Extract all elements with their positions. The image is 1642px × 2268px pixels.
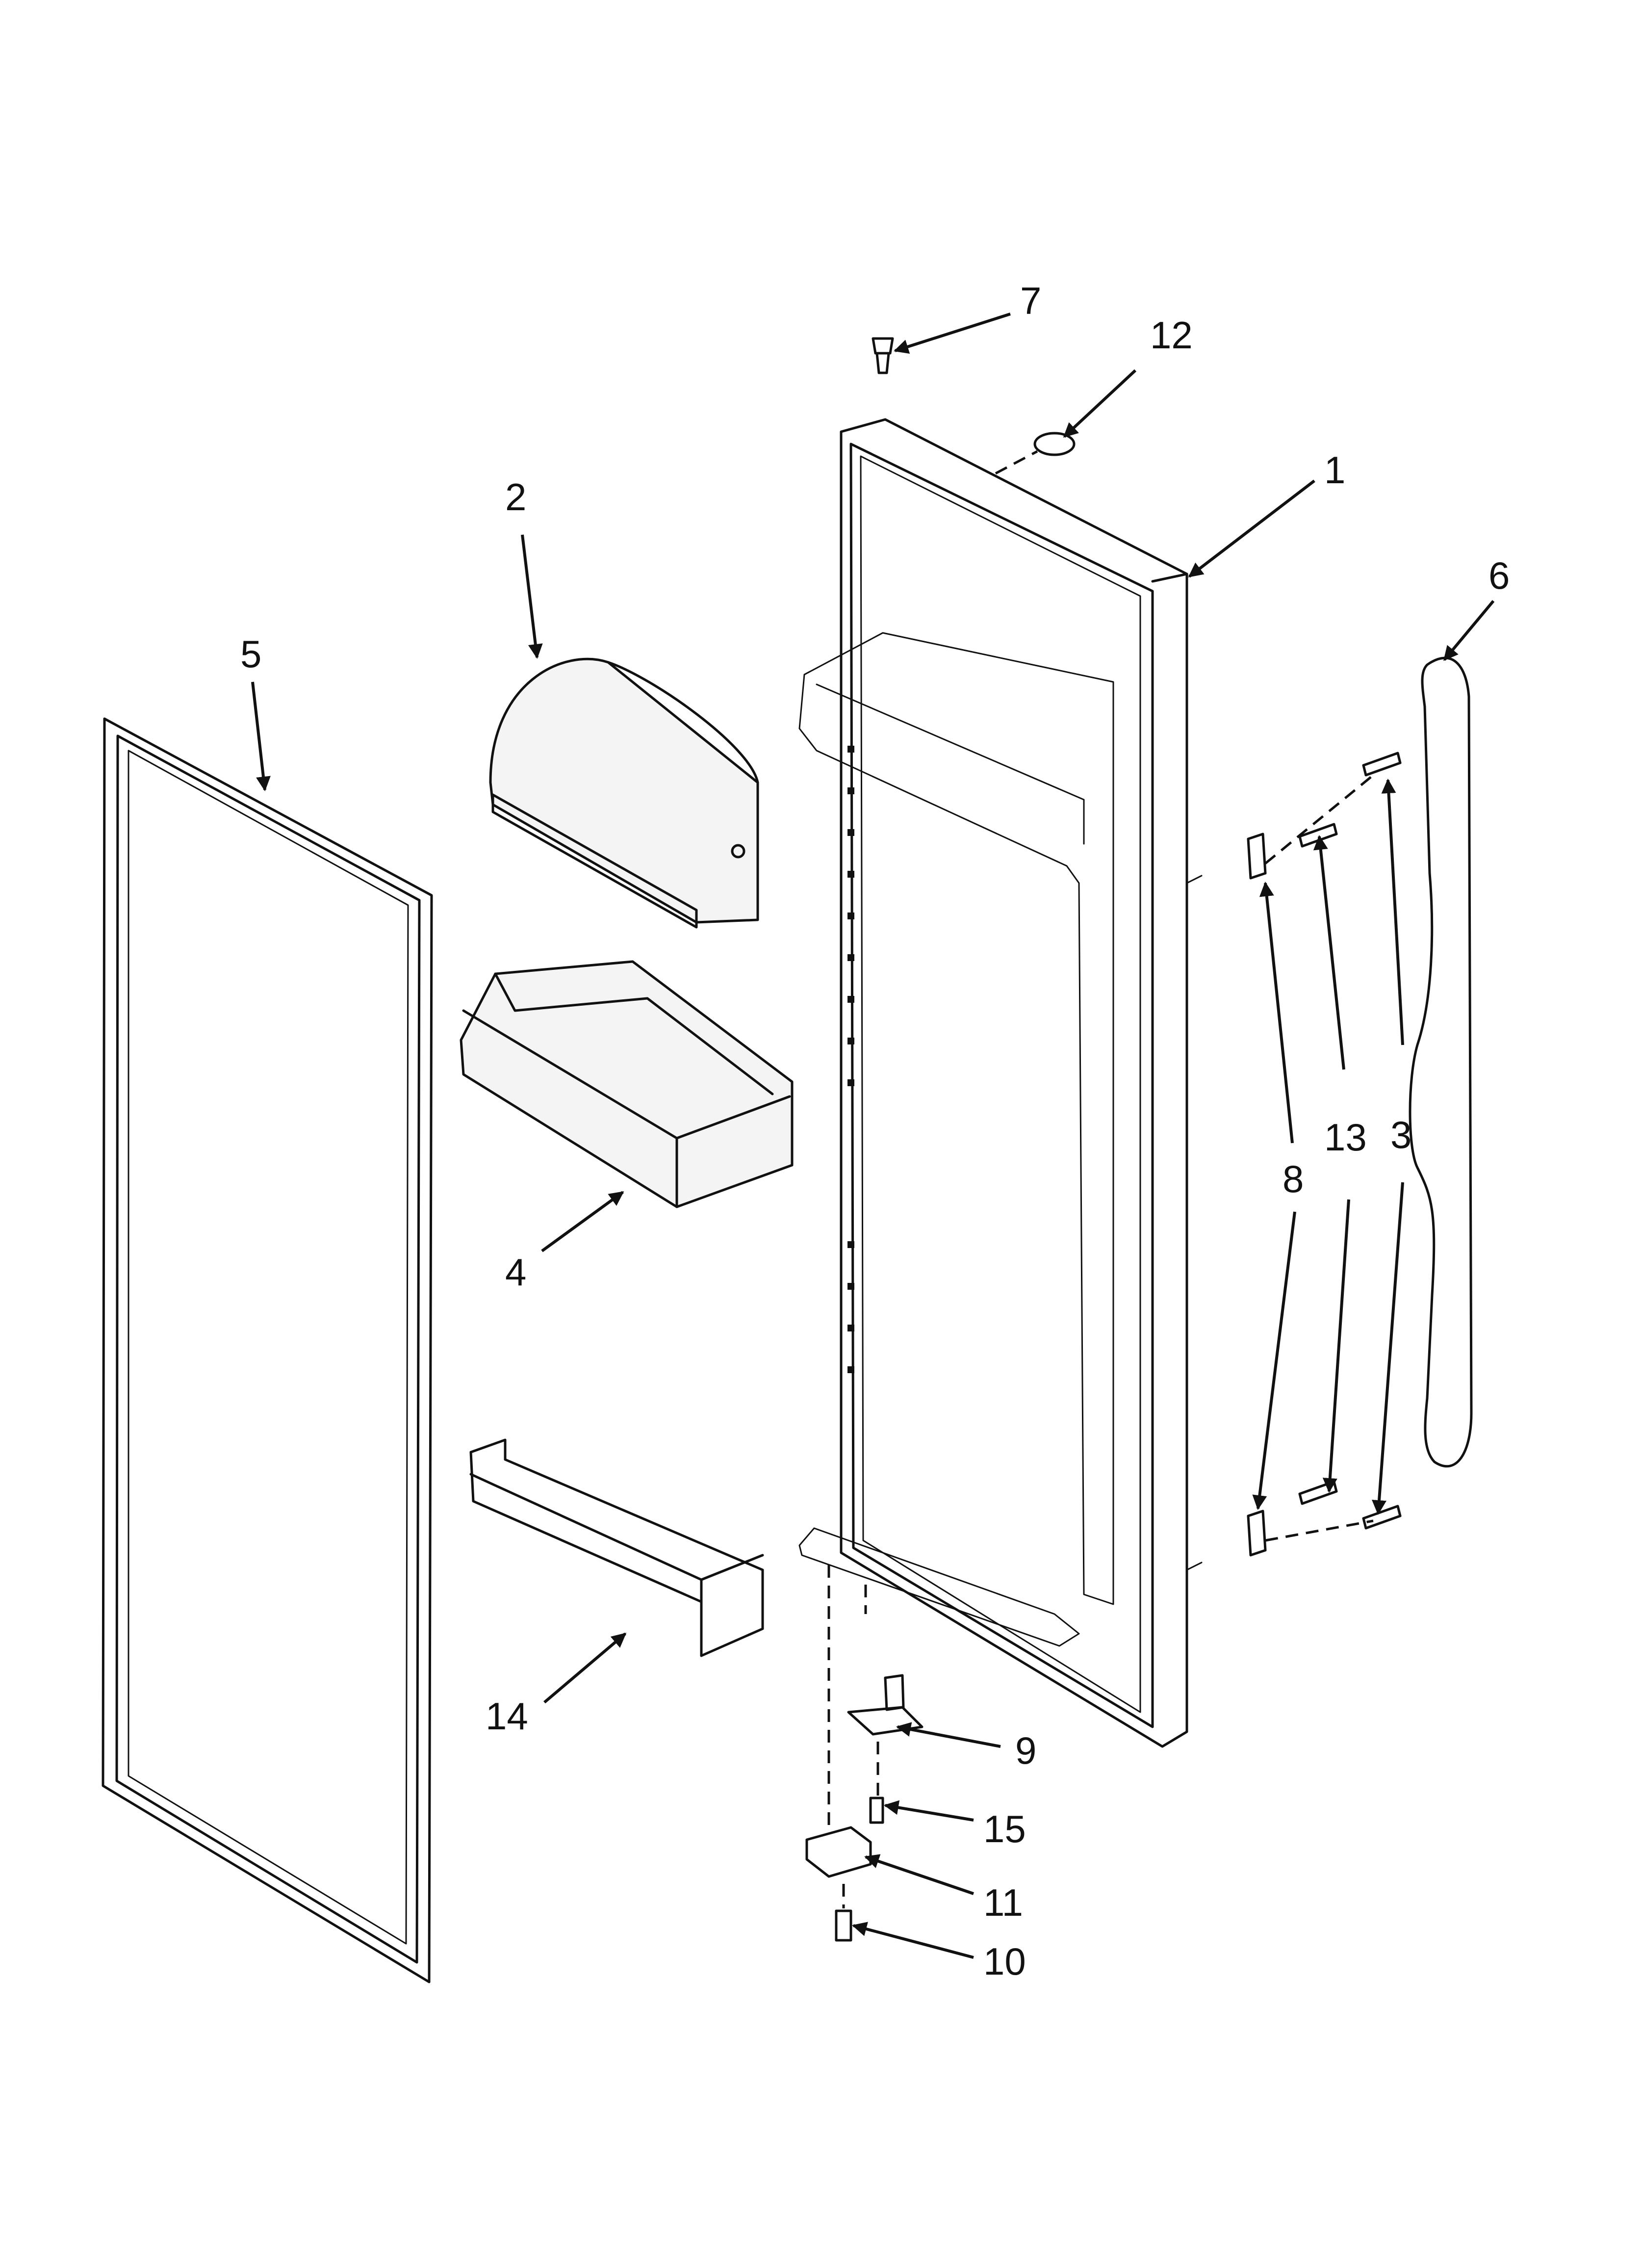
door-gasket-part xyxy=(102,717,433,1983)
dairy-compartment-part xyxy=(489,657,759,929)
leader-13a xyxy=(1313,835,1345,1070)
assembly-lines xyxy=(827,450,1374,1908)
callout-label-10: 10 xyxy=(983,1940,1026,1983)
leader-2 xyxy=(521,534,543,659)
leader-arrows xyxy=(251,313,1495,1959)
callout-label-7: 7 xyxy=(1020,279,1041,322)
leader-4 xyxy=(541,1191,624,1252)
callout-label-12: 12 xyxy=(1150,313,1193,357)
hinge-bracket-part xyxy=(847,1674,924,1736)
leader-13b xyxy=(1322,1199,1350,1493)
hinge-block-part xyxy=(805,1826,872,1878)
handle-clip-bottom-part xyxy=(1247,1510,1267,1557)
leader-6 xyxy=(1443,600,1495,661)
leader-3a xyxy=(1381,779,1404,1045)
leader-3b xyxy=(1372,1182,1404,1515)
leader-7 xyxy=(894,313,1011,354)
callout-label-5: 5 xyxy=(240,632,261,676)
leader-8a xyxy=(1259,882,1294,1144)
handle-screw-bottom-part xyxy=(1362,1505,1402,1530)
shelf-rail-part xyxy=(469,1438,764,1657)
door-handle-part xyxy=(1409,656,1473,1468)
shelf-detent-markers xyxy=(847,746,854,1373)
handle-clip-top-part xyxy=(1247,833,1267,880)
leader-14 xyxy=(543,1632,627,1704)
leader-11 xyxy=(864,1854,974,1895)
handle-screw-top-part xyxy=(1362,752,1402,777)
callout-label-14: 14 xyxy=(486,1694,528,1738)
leader-9 xyxy=(896,1722,1001,1748)
door-bin-part xyxy=(460,960,794,1208)
callout-label-3: 3 xyxy=(1390,1113,1411,1156)
callout-label-4: 4 xyxy=(505,1251,526,1294)
callout-label-13: 13 xyxy=(1324,1116,1367,1159)
callout-label-8: 8 xyxy=(1283,1157,1304,1200)
clip-screw-top-part xyxy=(1298,823,1338,848)
door-stop-part xyxy=(872,337,894,374)
callout-label-2: 2 xyxy=(505,475,526,519)
callout-label-6: 6 xyxy=(1488,554,1510,597)
hinge-screw-part xyxy=(835,1909,852,1942)
callout-label-1: 1 xyxy=(1324,448,1345,492)
callout-labels: 1 2 3 4 5 6 7 8 9 10 11 12 13 14 15 xyxy=(240,279,1510,1983)
leader-8b xyxy=(1252,1211,1296,1510)
leader-5 xyxy=(251,681,271,791)
door-assembly-part xyxy=(798,418,1203,1748)
callout-label-9: 9 xyxy=(1015,1729,1036,1772)
leader-1 xyxy=(1188,479,1315,578)
bracket-screw-part xyxy=(869,1797,884,1824)
washer-part xyxy=(1033,432,1076,456)
leader-10 xyxy=(852,1922,974,1959)
leader-15 xyxy=(884,1800,974,1822)
leader-12 xyxy=(1063,369,1137,438)
callout-label-15: 15 xyxy=(983,1807,1026,1851)
callout-label-11: 11 xyxy=(983,1881,1023,1924)
